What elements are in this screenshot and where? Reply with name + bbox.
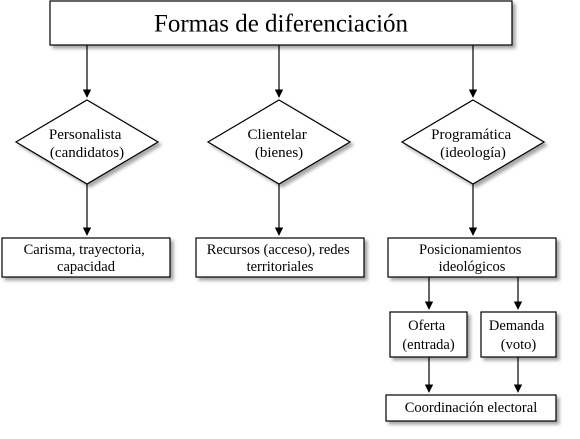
sub-box-demanda: Demanda (voto) [480,311,557,358]
sub-box-oferta-line1: Oferta [408,318,446,334]
result-box-clientelar: Recursos (acceso), redes territoriales [195,237,365,278]
result-personalista-line1: Carisma, trayectoria, [24,242,145,258]
result-box-personalista: Carisma, trayectoria, capacidad [1,237,171,278]
svg-text:Clientelar (bienes): Clientelar (bienes) [248,127,311,161]
result-programatica-line1: Posicionamientos [419,242,522,258]
sub-box-oferta-line2: (entrada) [402,337,454,353]
result-programatica-line2: ideológicos [439,259,506,275]
result-box-programatica: Posicionamientos ideológicos [387,237,557,278]
result-personalista-line2: capacidad [57,259,116,275]
diagram-title: Formas de diferenciación [154,11,409,38]
svg-text:Programática (ideología): Programática (ideología) [431,127,515,161]
diamond-clientelar-line2: (bienes) [255,145,303,161]
diamond-clientelar: Clientelar (bienes) [206,99,352,185]
final-box-coordinacion: Coordinación electoral [385,394,557,422]
result-clientelar-line1: Recursos (acceso), redes [207,242,350,258]
diamond-personalista-line2: (candidatos) [50,145,124,161]
diamond-personalista-line1: Personalista [49,127,122,143]
diamond-clientelar-line1: Clientelar [248,127,307,143]
svg-text:Carisma, trayectoria, ca: Carisma, trayectoria, capacidad [24,242,149,275]
diamond-programatica-line1: Programática [431,127,511,143]
title-node: Formas de diferenciación [49,0,513,46]
svg-text:Posicionamientos ideológ: Posicionamientos ideológicos [419,242,525,275]
sub-box-demanda-line2: (voto) [501,337,537,353]
diamond-personalista: Personalista (candidatos) [14,99,160,185]
sub-box-oferta: Oferta (entrada) [389,311,468,358]
svg-text:Recursos (acceso), redes: Recursos (acceso), redes territoriales [207,242,354,275]
sub-box-demanda-line1: Demanda [489,318,545,334]
diamond-programatica-line2: (ideología) [440,145,506,161]
svg-text:Demanda (voto): Demanda (voto) [489,318,548,353]
svg-text:Oferta (entrada): Oferta (entrada) [402,318,454,353]
result-clientelar-line2: territoriales [247,259,314,275]
svg-text:Personalista (candidatos: Personalista (candidatos) [49,127,125,161]
diamond-programatica: Programática (ideología) [400,99,546,185]
final-box-label: Coordinación electoral [405,400,537,416]
